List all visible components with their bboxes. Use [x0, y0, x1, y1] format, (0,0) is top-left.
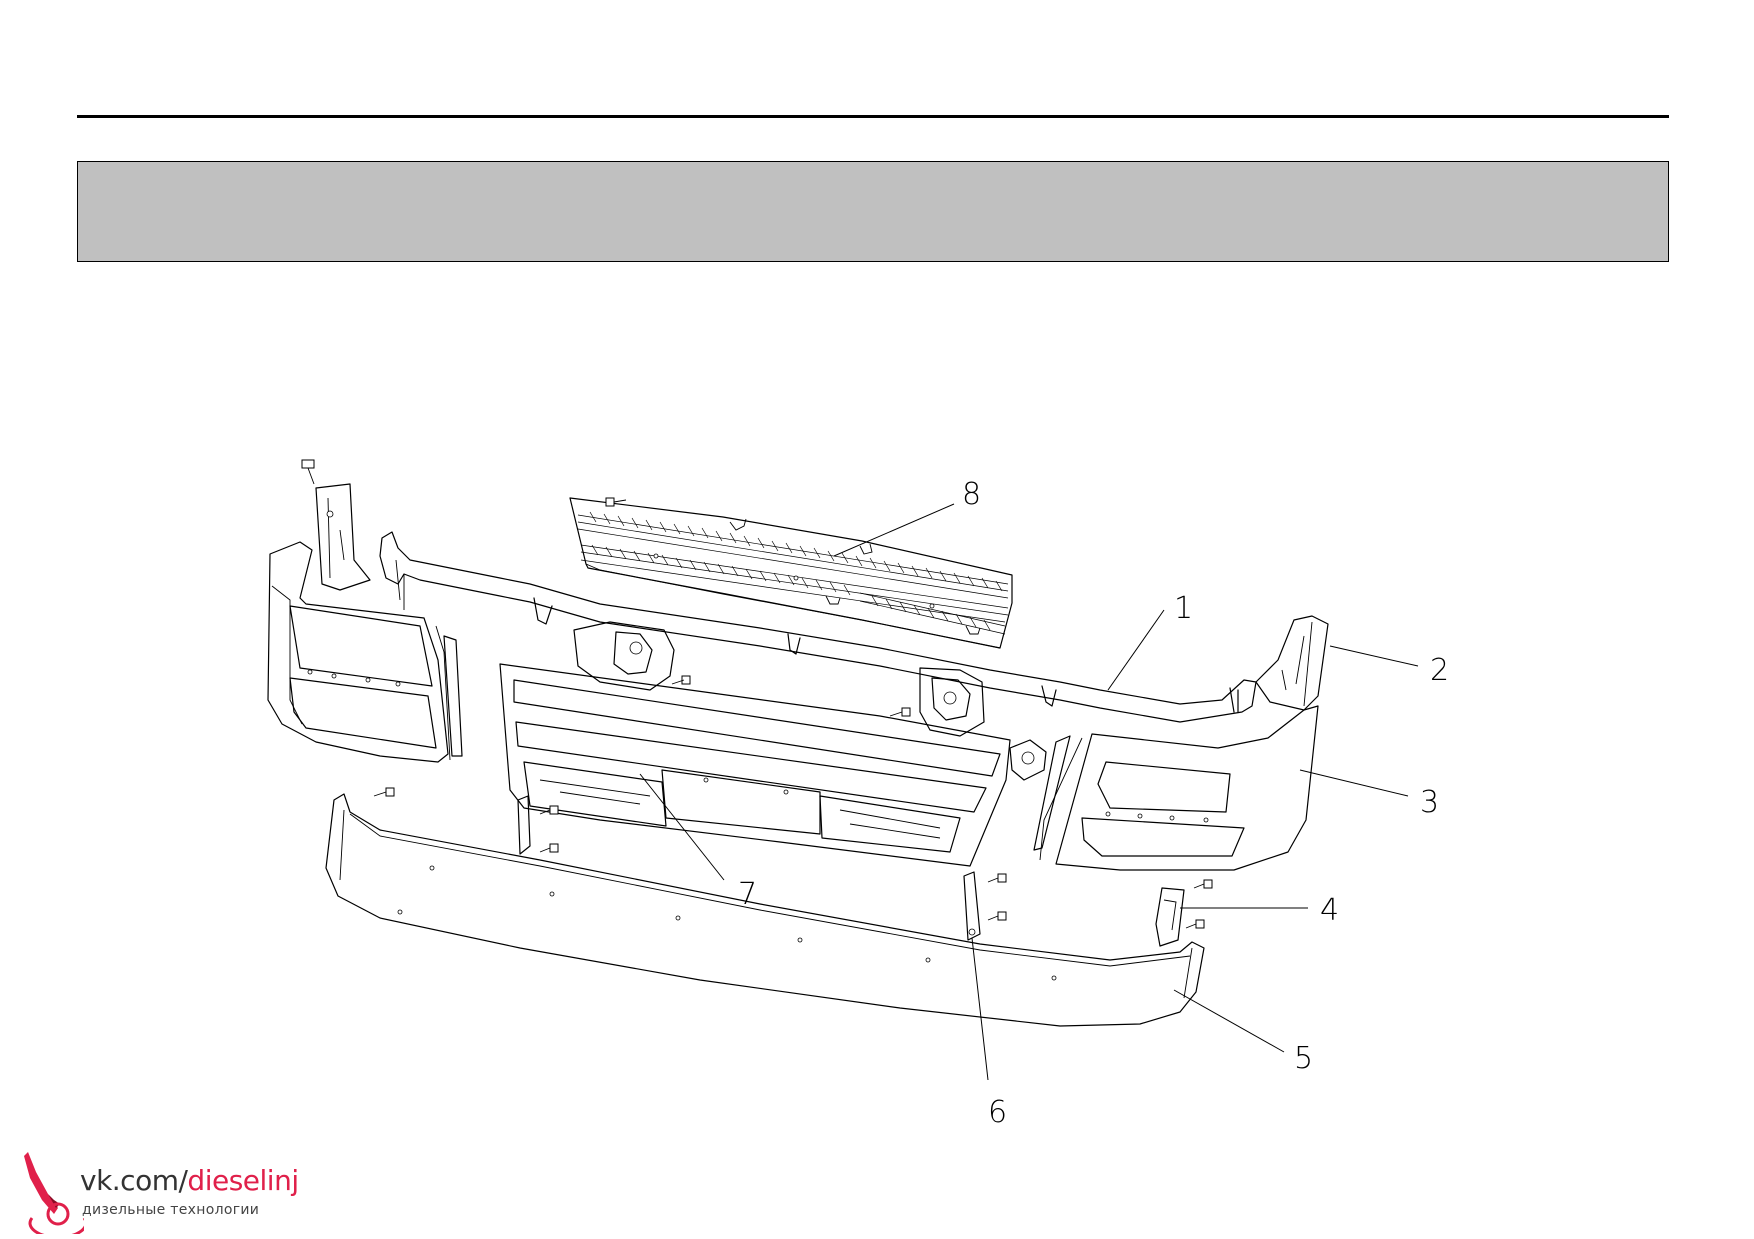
bolt-lower-right-2: [1185, 919, 1205, 929]
callout-2: 2: [1430, 653, 1449, 688]
top-rule: [77, 115, 1669, 118]
callout-8: 8: [962, 477, 981, 512]
bolt-lower-left-1: [373, 787, 395, 797]
part-3-headlamp-housing-right: [1033, 705, 1319, 871]
bolt-lower-left-3: [539, 843, 559, 853]
bolt-mid-center: [889, 707, 911, 717]
part-6-lower-bracket: [963, 871, 981, 941]
part-8-upper-grille: [569, 497, 1013, 649]
callout-6: 6: [988, 1095, 1007, 1130]
part-1-cross-member: [379, 531, 1257, 781]
fastener-bolts: [301, 459, 1213, 929]
part-7-center-grille: [499, 663, 1011, 867]
part-3-headlamp-housing-left: [267, 541, 463, 763]
injector-logo-icon: [24, 1152, 84, 1234]
callout-7: 7: [738, 877, 757, 912]
leader-lines: [639, 503, 1419, 1081]
bolt-mid-left: [671, 675, 691, 685]
watermark: vk.com/dieselinj дизельные технологии: [14, 1148, 314, 1234]
part-5-lower-bumper: [325, 793, 1205, 1027]
callout-3: 3: [1420, 785, 1439, 820]
callout-5: 5: [1294, 1041, 1313, 1076]
bolt-lower-center-1: [987, 873, 1007, 883]
watermark-subtitle: дизельные технологии: [82, 1202, 260, 1218]
watermark-url-accent: dieselinj: [187, 1164, 299, 1197]
bolt-lower-left-2: [539, 805, 559, 815]
bolt-grille-left: [605, 497, 627, 507]
bolt-lower-center-2: [987, 911, 1007, 921]
header-banner: [77, 161, 1669, 262]
callout-4: 4: [1320, 893, 1339, 928]
left-upper-bracket: [315, 483, 371, 591]
watermark-url-prefix: vk.com/: [80, 1164, 188, 1197]
part-2-right-bracket: [1255, 615, 1329, 711]
watermark-url: vk.com/dieselinj: [80, 1164, 299, 1197]
part-4-corner-bracket: [1155, 887, 1185, 947]
callout-1: 1: [1174, 591, 1193, 626]
bolt-top-left: [301, 459, 315, 485]
bolt-lower-right-1: [1193, 879, 1213, 889]
callout-numbers: 1 2 3 4 5 6 7 8: [738, 477, 1449, 1130]
